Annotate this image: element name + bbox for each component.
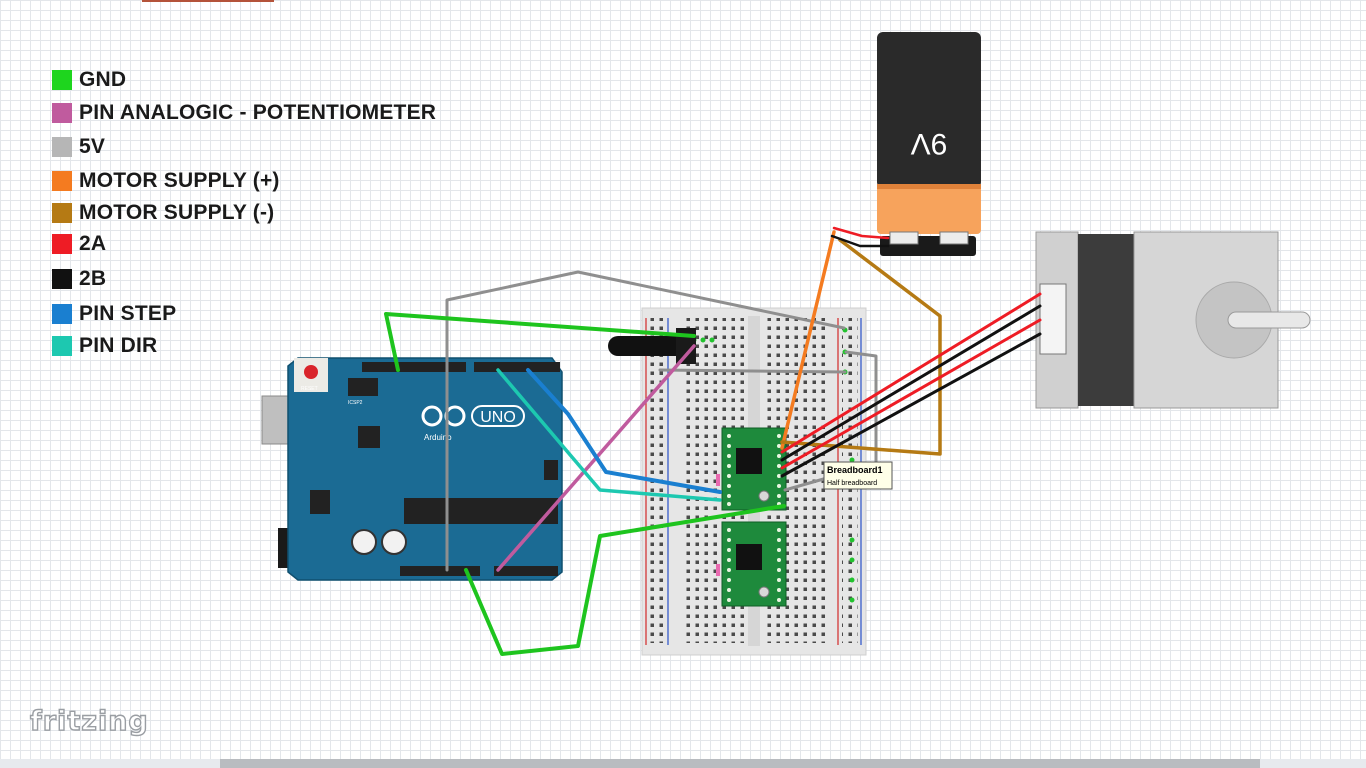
legend-label: GND: [79, 68, 127, 91]
wire-2b-1[interactable]: [780, 304, 1042, 462]
wire-motor-supply-plus[interactable]: [780, 230, 836, 450]
driver-trimpot: [758, 586, 770, 598]
usb-chip: [358, 426, 380, 448]
wire-2b-2[interactable]: [780, 332, 1042, 478]
wire-2a-1[interactable]: [780, 292, 1042, 454]
reset-button[interactable]: [304, 365, 318, 379]
legend-item-pin-step: PIN STEP: [52, 302, 176, 326]
legend-swatch-pin-analogic: [52, 103, 72, 123]
wire-5v[interactable]: [445, 270, 846, 572]
icsp-label: ICSP2: [348, 400, 363, 406]
legend-label: 2A: [79, 232, 107, 255]
legend-swatch-2a: [52, 234, 72, 254]
stepper-driver-a4988-1[interactable]: [716, 427, 787, 511]
legend-item-5v: 5V: [52, 135, 105, 159]
wire-5v-rail[interactable]: [658, 368, 847, 374]
battery-bottom: [877, 184, 981, 234]
wire-dir[interactable]: [496, 368, 722, 502]
driver-chip: [736, 448, 762, 474]
wire-gnd-top[interactable]: [384, 312, 696, 372]
breadboard-tooltip: Breadboard1 Half breadboard: [823, 461, 893, 490]
legend-item-pin-dir: PIN DIR: [52, 334, 157, 358]
analog-header: [494, 566, 558, 576]
driver-chip: [736, 544, 762, 570]
battery-terminal-2: [939, 231, 969, 245]
battery-top: [877, 32, 981, 188]
uno-badge: [471, 405, 525, 427]
driver-jumper: [716, 474, 720, 486]
potentiometer-knob[interactable]: [608, 336, 690, 356]
power-header: [400, 566, 480, 576]
arduino-brand: Arduino: [424, 433, 452, 442]
legend-item-2a: 2A: [52, 232, 106, 256]
wire-motor-supply-minus[interactable]: [780, 238, 942, 456]
legend-item-2b: 2B: [52, 267, 106, 291]
legend-label: PIN DIR: [79, 334, 158, 357]
legend-item-motor-supply-minus: MOTOR SUPPLY (-): [52, 201, 274, 225]
atmega-chip: [404, 498, 558, 524]
capacitor-2: [381, 529, 407, 555]
arduino-uno-board[interactable]: RESET ICSP2 UNO Arduino: [261, 357, 563, 581]
tooltip-box: [823, 461, 893, 490]
fritzing-watermark: fritzing: [29, 705, 149, 737]
arduino-pcb: [287, 357, 563, 581]
legend-swatch-pin-step: [52, 304, 72, 324]
battery-lead-black: [830, 234, 890, 248]
legend-swatch-motor-supply-plus: [52, 171, 72, 191]
legend-label: MOTOR SUPPLY (+): [79, 169, 280, 192]
wires: [384, 226, 1042, 656]
battery-terminal-1: [889, 231, 919, 245]
legend-item-motor-supply-plus: MOTOR SUPPLY (+): [52, 169, 280, 193]
legend-swatch-pin-dir: [52, 336, 72, 356]
legend-label: PIN STEP: [79, 302, 177, 325]
wire-2a-2[interactable]: [780, 318, 1042, 470]
digital-header-left: [362, 362, 466, 372]
driver-pins: [727, 528, 781, 602]
legend-label: PIN ANALOGIC - POTENTIOMETER: [79, 101, 437, 124]
legend-label: MOTOR SUPPLY (-): [79, 201, 275, 224]
legend-swatch-motor-supply-minus: [52, 203, 72, 223]
legend-swatch-2b: [52, 269, 72, 289]
legend-label: 2B: [79, 267, 107, 290]
tooltip-title: Breadboard1: [827, 465, 883, 475]
battery-9v[interactable]: 9V: [877, 32, 981, 256]
icsp-header-top: [348, 378, 378, 396]
legend-item-pin-analogic: PIN ANALOGIC - POTENTIOMETER: [52, 101, 436, 125]
driver-jumper: [716, 564, 720, 576]
motor-connector: [1039, 283, 1067, 355]
voltage-regulator: [310, 490, 330, 514]
driver-trimpot: [758, 490, 770, 502]
wire-step[interactable]: [526, 368, 722, 494]
stepper-driver-a4988-2[interactable]: [716, 521, 787, 607]
top-accent-bar: [142, 0, 274, 2]
horizontal-scrollbar[interactable]: [220, 759, 1260, 768]
legend-swatch-gnd: [52, 70, 72, 90]
legend-swatch-5v: [52, 137, 72, 157]
wire-gnd-bottom[interactable]: [464, 504, 786, 656]
legend-label: 5V: [79, 135, 106, 158]
reset-label: RESET: [301, 386, 318, 392]
icsp-header-right: [544, 460, 558, 480]
battery-stripe: [877, 184, 981, 189]
motor-shaft: [1227, 311, 1311, 329]
arduino-model: UNO: [480, 409, 516, 426]
battery-label: 9V: [911, 127, 948, 160]
digital-header-right: [474, 362, 560, 372]
battery-lead-red: [832, 226, 890, 240]
tooltip-subtitle: Half breadboard: [827, 480, 877, 487]
capacitor-1: [351, 529, 377, 555]
stepper-motor[interactable]: [1035, 231, 1311, 409]
legend-item-gnd: GND: [52, 68, 126, 92]
motor-body: [1078, 234, 1134, 406]
